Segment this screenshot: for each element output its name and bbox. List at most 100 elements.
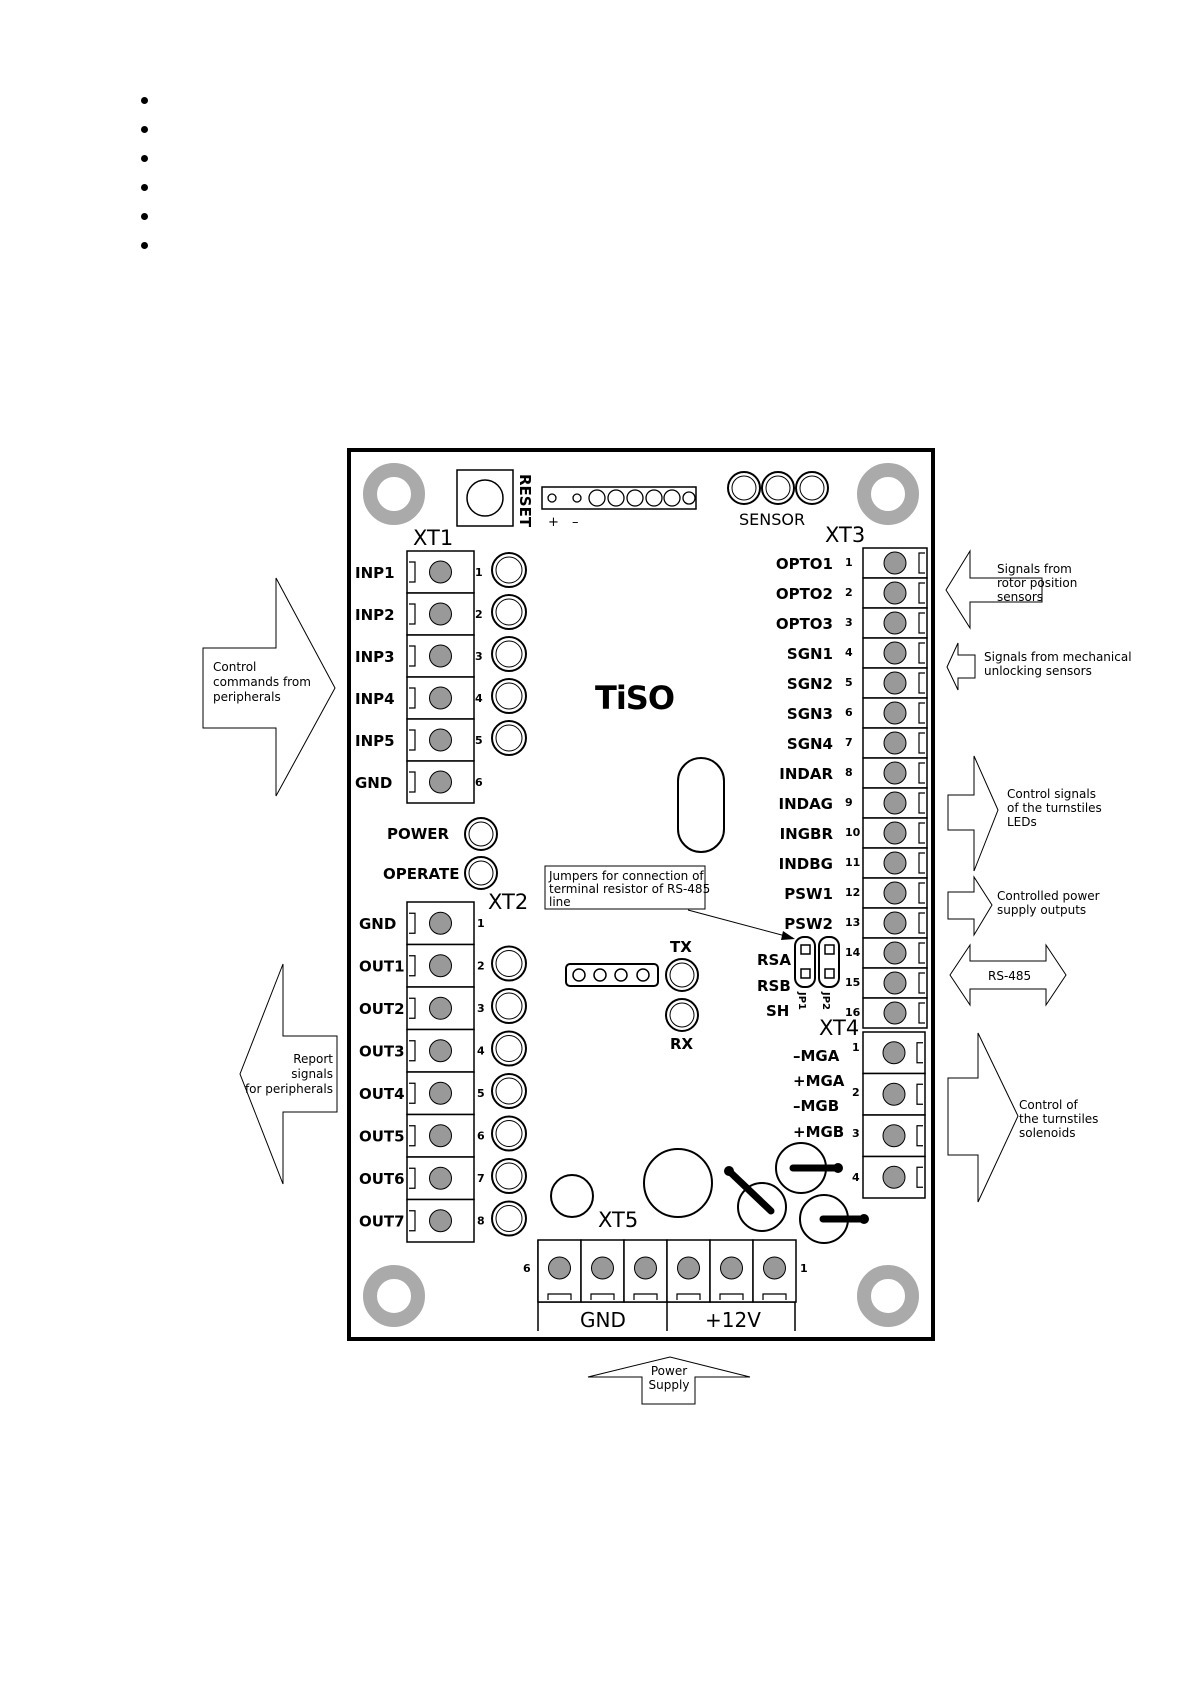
xt3-pin-number: 5 — [845, 676, 853, 689]
arrow-mechanical-line-2: unlocking sensors — [984, 664, 1092, 678]
arrow-power-supply-line-1: Power — [651, 1364, 687, 1378]
operate-label: OPERATE — [383, 865, 459, 883]
xt5-terminal — [709, 1239, 754, 1303]
power-label: POWER — [387, 825, 450, 843]
jumpers: RSA RSB SH JP1 JP2 — [757, 936, 840, 1020]
arrow-mechanical-sensors: Signals from mechanical unlocking sensor… — [946, 642, 1132, 691]
rsa-label: RSA — [757, 951, 791, 969]
tx-led: TX — [665, 938, 699, 992]
xt3-pin-number: 12 — [845, 886, 860, 899]
power-led: POWER — [387, 817, 498, 851]
xt3-pin-label: OPTO2 — [776, 585, 833, 603]
tiso-logo: TiSO — [595, 679, 674, 717]
xt3-pin-label: INDAR — [779, 765, 833, 783]
xt2-terminal — [406, 1156, 475, 1201]
bullet-dot — [141, 184, 148, 191]
bullet-dot — [141, 242, 148, 249]
xt3-pin-number: 10 — [845, 826, 861, 839]
rx-led: RX — [665, 998, 699, 1053]
arrow-rotor-line-2: rotor position — [997, 576, 1077, 590]
xt5-terminal — [623, 1239, 668, 1303]
xt5-12v-label: +12V — [705, 1308, 761, 1332]
xt2-terminal — [406, 1071, 475, 1116]
xt5-gnd-label: GND — [580, 1308, 626, 1332]
xt3-pin-number: 13 — [845, 916, 860, 929]
xt5-terminal — [537, 1239, 582, 1303]
rs485-header — [565, 963, 659, 987]
arrow-control-commands: Control commands from peripherals — [202, 577, 336, 797]
xt4-pin-number: 3 — [852, 1127, 860, 1140]
xt2-led — [491, 988, 527, 1024]
xt1-pin-label: INP4 — [355, 690, 395, 708]
arrow-report-signals: Report signals for peripherals — [239, 963, 338, 1185]
xt1-pin-label: GND — [355, 774, 392, 792]
xt2-led — [491, 1158, 527, 1194]
xt2-pin-label: OUT3 — [359, 1043, 405, 1061]
arrow-power-outputs: Controlled power supply outputs — [947, 875, 1100, 937]
arrow-power-supply: Power Supply — [587, 1356, 751, 1405]
jp1-label: JP1 — [796, 991, 807, 1010]
xt3-terminal — [862, 697, 928, 729]
bullet-dot — [141, 126, 148, 133]
xt3-terminal — [862, 607, 928, 639]
xt3-pin-label: SGN1 — [787, 645, 833, 663]
xt3-pin-number: 1 — [845, 556, 853, 569]
arrow-rotor-sensors: Signals from rotor position sensors — [945, 549, 1077, 630]
jumper-note-line-3: line — [549, 895, 571, 909]
mounting-holes — [363, 463, 919, 1327]
xt1-terminal — [406, 760, 475, 804]
xt3-pin-label: SGN2 — [787, 675, 833, 693]
xt3-pin-label: OPTO1 — [776, 555, 833, 573]
xt3-terminal — [862, 667, 928, 699]
xt3-terminal — [862, 817, 928, 849]
arrow-rs485-label: RS-485 — [988, 969, 1031, 983]
xt3-terminal — [862, 637, 928, 669]
jp2-label: JP2 — [820, 991, 831, 1010]
xt2-pin-number: 3 — [477, 1002, 485, 1015]
xt2-led — [491, 1030, 527, 1067]
xt1-terminal — [406, 634, 475, 678]
xt3-pin-number: 7 — [845, 736, 853, 749]
xt2-pin-label: OUT4 — [359, 1085, 405, 1103]
plus-label: + — [548, 515, 559, 530]
xt1-pin-label: INP5 — [355, 732, 395, 750]
xt1-terminal — [406, 718, 475, 762]
xt3-pin-label: PSW2 — [784, 915, 833, 933]
arrow-leds-line-2: of the turnstiles — [1007, 801, 1102, 815]
xt1-pin-number: 1 — [475, 566, 483, 579]
xt4-title: XT4 — [819, 1016, 859, 1040]
arrow-control-commands-line-1: Control — [213, 660, 256, 674]
xt3-terminal — [862, 997, 928, 1029]
xt3-pin-number: 14 — [845, 946, 861, 959]
bullet-list — [0, 0, 400, 270]
arrow-control-commands-line-3: peripherals — [213, 690, 281, 704]
xt3-pin-number: 15 — [845, 976, 860, 989]
sh-label: SH — [766, 1002, 789, 1020]
arrow-power-outputs-line-1: Controlled power — [997, 889, 1100, 903]
arrow-power-outputs-line-2: supply outputs — [997, 903, 1086, 917]
xt1-led — [491, 594, 527, 630]
xt4-label-mgb-minus: –MGB — [793, 1097, 839, 1115]
xt2-led — [491, 1115, 527, 1152]
rx-label: RX — [670, 1035, 694, 1053]
xt2-pin-label: GND — [359, 915, 396, 933]
minus-label: – — [572, 515, 579, 530]
xt2-terminal — [406, 943, 475, 988]
jumper-note-line-1: Jumpers for connection of — [548, 869, 704, 883]
xt3-pin-label: PSW1 — [784, 885, 833, 903]
arrow-solenoids-line-1: Control of — [1019, 1098, 1079, 1112]
arrow-control-commands-line-2: commands from — [213, 675, 311, 689]
rsb-label: RSB — [757, 977, 791, 995]
xt3-terminal — [862, 757, 928, 789]
xt3-pin-number: 4 — [845, 646, 853, 659]
xt2-pin-label: OUT6 — [359, 1170, 405, 1188]
arrow-power-supply-line-2: Supply — [649, 1378, 690, 1392]
xt1-title: XT1 — [413, 526, 453, 550]
reset-label: RESET — [516, 474, 534, 528]
xt5-title: XT5 — [598, 1208, 638, 1232]
xt1-led — [491, 720, 527, 756]
xt3-terminal — [862, 787, 928, 819]
xt1-pin-label: INP3 — [355, 648, 395, 666]
xt4-terminal — [862, 1114, 926, 1158]
